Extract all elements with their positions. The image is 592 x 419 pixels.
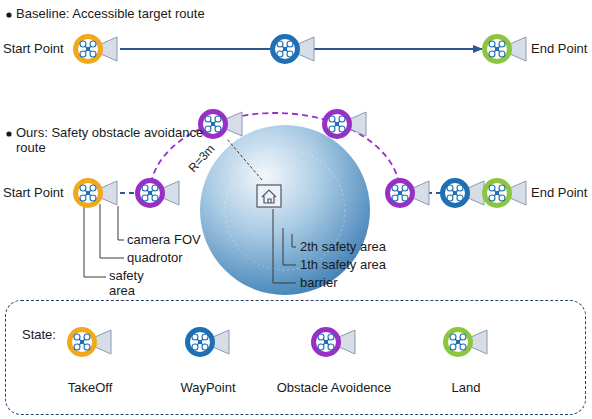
quadrotor-icon	[485, 181, 527, 206]
state-icon	[309, 324, 359, 360]
quadrotor-icon	[388, 181, 430, 206]
state-icon	[441, 324, 491, 360]
state-icon	[183, 324, 233, 360]
legend-item: TakeOff	[15, 324, 165, 396]
quadrotor-icon	[443, 181, 485, 206]
quadrotor-icon	[201, 112, 243, 137]
barrier-house	[257, 185, 281, 207]
state-icon	[65, 324, 115, 360]
legend-item: Land	[391, 324, 541, 396]
callout-label: camera FOV	[127, 233, 201, 248]
callout-label: barrier	[300, 276, 338, 291]
endpoint-label: End Point	[531, 41, 587, 57]
legend-label: Obstacle Avoidence	[259, 380, 409, 396]
callout-label: 2th safety area	[300, 240, 386, 255]
quadrotor-icon	[325, 112, 367, 137]
legend-label: Land	[391, 380, 541, 396]
endpoint-label: End Point	[531, 185, 587, 201]
quadrotor-icon	[273, 37, 315, 62]
endpoint-label: Start Point	[3, 185, 64, 201]
callout-label: quadrotor	[127, 251, 183, 266]
quadrotor-icon	[76, 181, 118, 206]
route-endpoint: Start Point	[3, 176, 120, 210]
route-endpoint: Start Point	[3, 32, 120, 66]
legend-label: TakeOff	[15, 380, 165, 396]
route-endpoint: End Point	[482, 32, 590, 66]
legend-label: WayPoint	[133, 380, 283, 396]
quadrotor-icon	[485, 37, 527, 62]
legend-item: Obstacle Avoidence	[259, 324, 409, 396]
bullet	[6, 12, 11, 17]
callout-label: 1th safety area	[300, 258, 386, 273]
legend-item: WayPoint	[133, 324, 283, 396]
quadrotor-icon	[76, 37, 118, 62]
radius-line	[227, 139, 262, 180]
section-heading: Ours: Safety obstacle avoidance route	[16, 126, 216, 156]
route-endpoint: End Point	[482, 176, 590, 210]
legend-heading: State:	[22, 327, 56, 343]
callout-label: safety area	[109, 269, 157, 299]
state-legend-box: State:	[5, 300, 586, 415]
endpoint-label: Start Point	[3, 41, 64, 57]
bullet	[6, 131, 11, 136]
section-heading: Baseline: Accessible target route	[16, 7, 205, 22]
quadrotor-icon	[138, 181, 180, 206]
